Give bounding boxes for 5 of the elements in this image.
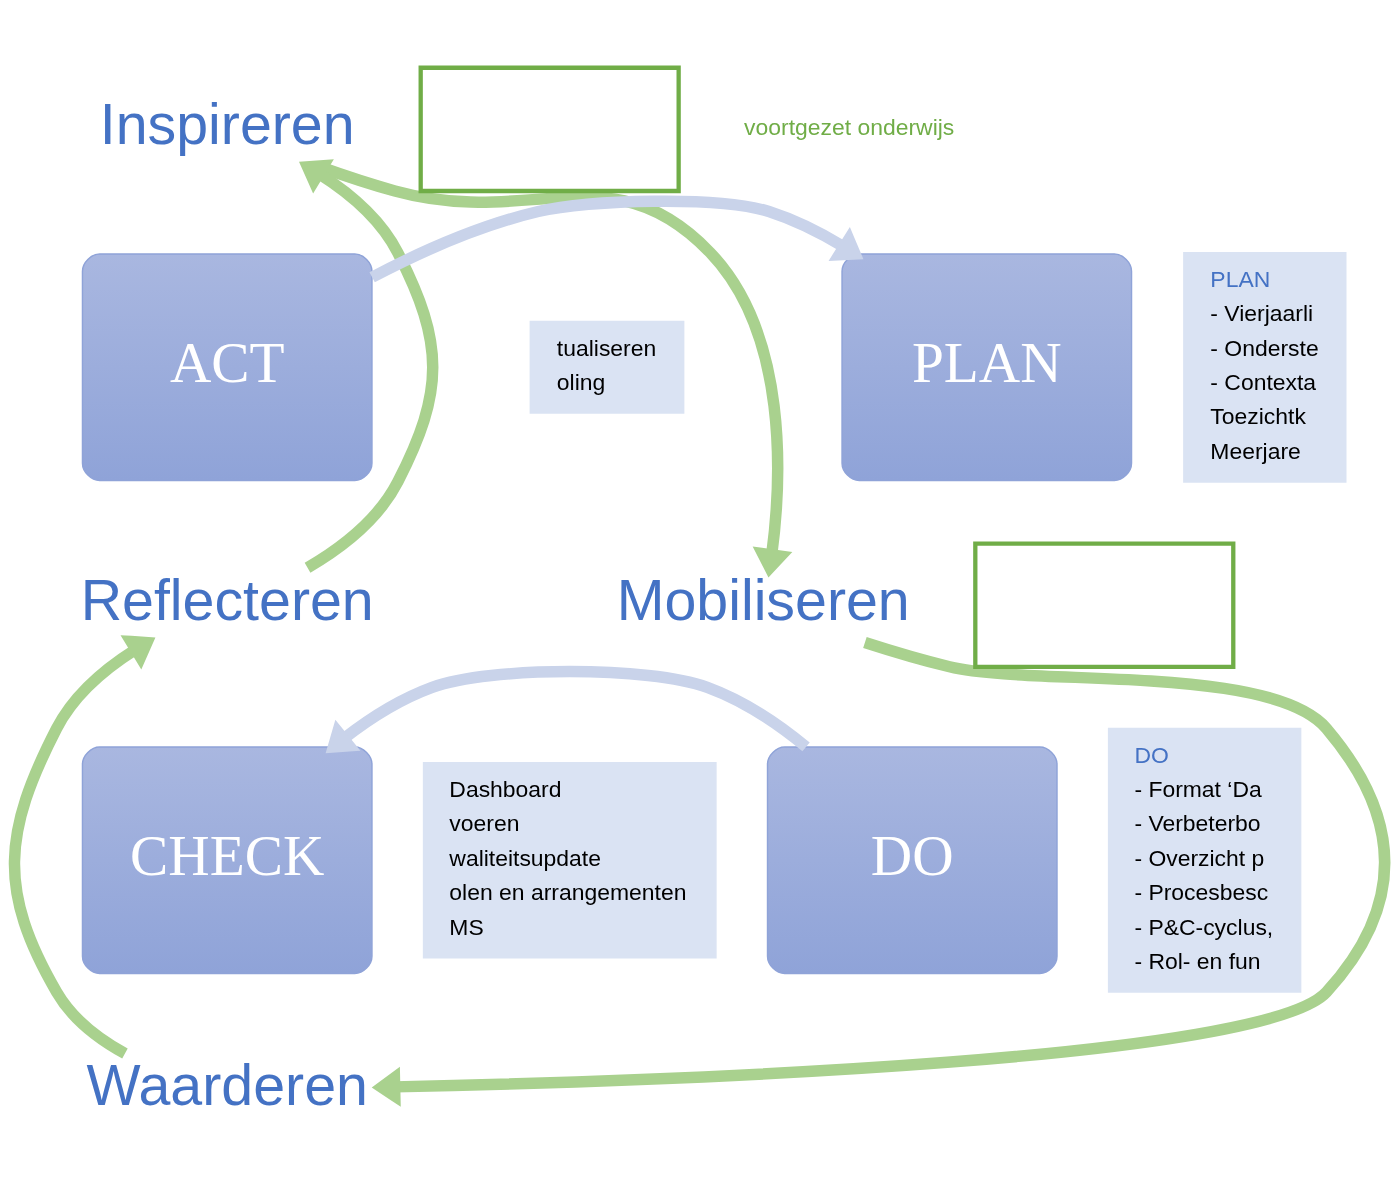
node-text: Inspireren xyxy=(99,91,355,156)
node-text: Reflecteren xyxy=(80,567,374,632)
node-text: Mobiliseren xyxy=(616,567,910,632)
label: voortgezet onderwijs xyxy=(744,113,955,140)
node-text: Waarderen xyxy=(86,1053,368,1118)
